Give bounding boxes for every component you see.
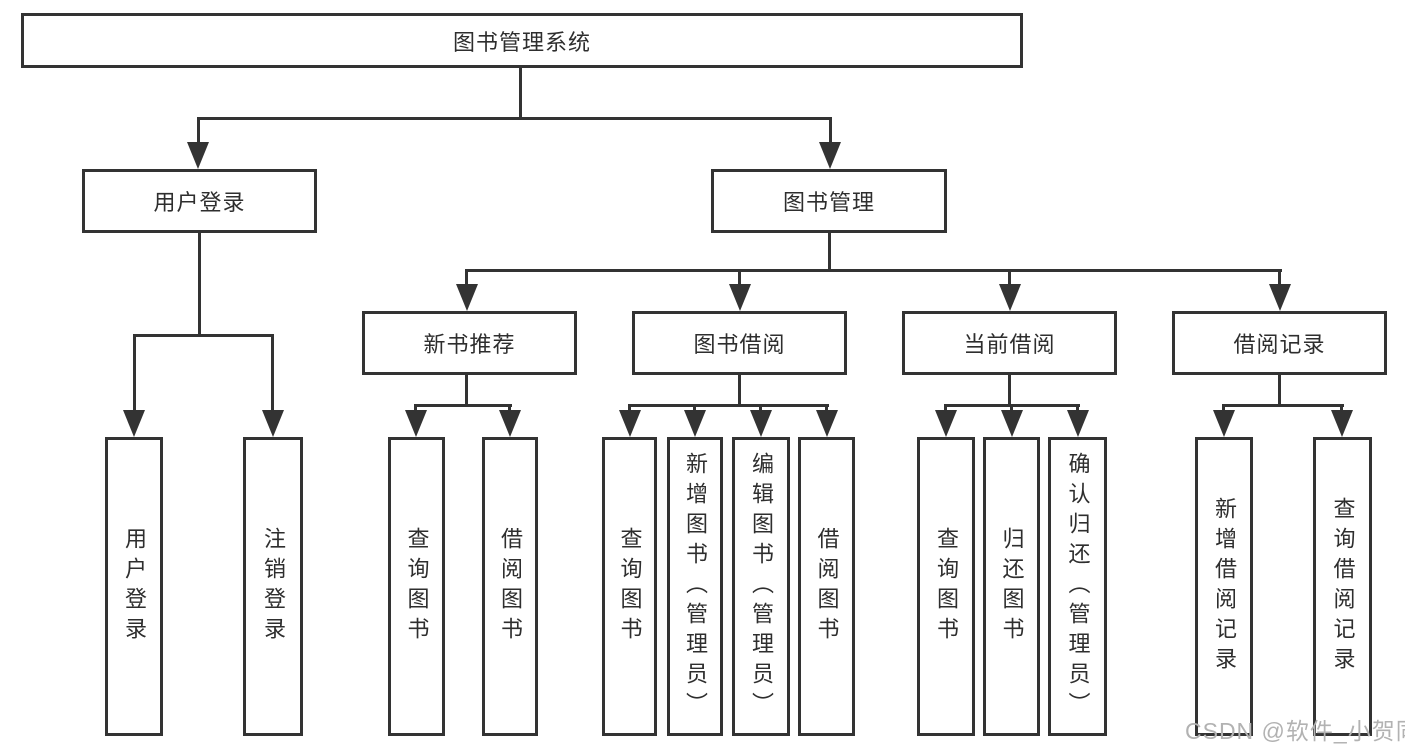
node-query-books-current-label: 查询图书	[934, 526, 959, 647]
arrowhead-down-icon	[816, 410, 838, 437]
node-root: 图书管理系统	[21, 13, 1023, 68]
connector-line	[1222, 404, 1225, 413]
node-query-books-recommend: 查询图书	[388, 437, 445, 736]
connector-line	[944, 404, 947, 413]
node-borrowing-records: 借阅记录	[1172, 311, 1387, 375]
node-add-borrow-record: 新增借阅记录	[1195, 437, 1253, 736]
connector-line	[1222, 404, 1344, 407]
node-add-books-admin: 新增图书（管理员）	[667, 437, 723, 736]
connector-line	[738, 375, 741, 407]
node-add-books-admin-label: 新增图书（管理员）	[683, 451, 708, 722]
node-new-book-recommend: 新书推荐	[362, 311, 577, 375]
connector-line	[825, 404, 828, 413]
node-query-borrow-record: 查询借阅记录	[1313, 437, 1372, 736]
connector-line	[1278, 269, 1281, 287]
connector-line	[693, 404, 696, 413]
node-query-borrow-record-label: 查询借阅记录	[1330, 496, 1356, 677]
arrowhead-down-icon	[1067, 410, 1089, 437]
node-logout: 注销登录	[243, 437, 303, 736]
node-borrow-books-borrowing-label: 借阅图书	[814, 526, 840, 647]
arrowhead-down-icon	[729, 284, 751, 311]
connector-line	[829, 117, 832, 145]
connector-line	[628, 404, 829, 407]
arrowhead-down-icon	[935, 410, 957, 437]
node-book-borrowing-label: 图书借阅	[693, 332, 786, 357]
connector-line	[271, 334, 274, 412]
node-edit-books-admin-label: 编辑图书（管理员）	[749, 451, 774, 722]
connector-line	[738, 269, 741, 287]
connector-line	[1010, 404, 1013, 413]
node-user-login-branch-label: 用户登录	[153, 190, 246, 215]
arrowhead-down-icon	[456, 284, 478, 311]
connector-line	[197, 117, 832, 120]
arrowhead-down-icon	[123, 410, 145, 437]
node-borrow-books-recommend: 借阅图书	[482, 437, 538, 736]
csdn-watermark: CSDN @软件_小贺同学	[1185, 718, 1405, 744]
connector-line	[197, 117, 200, 145]
connector-line	[133, 334, 136, 412]
node-current-borrowing: 当前借阅	[902, 311, 1117, 375]
connector-line	[1076, 404, 1079, 413]
node-query-books-current: 查询图书	[917, 437, 975, 736]
connector-line	[465, 269, 468, 287]
connector-line	[414, 404, 512, 407]
connector-line	[508, 404, 511, 413]
arrowhead-down-icon	[1269, 284, 1291, 311]
node-confirm-return-admin-label: 确认归还（管理员）	[1065, 451, 1091, 722]
node-user-login: 用户登录	[105, 437, 163, 736]
node-current-borrowing-label: 当前借阅	[963, 332, 1056, 357]
connector-line	[1008, 269, 1011, 287]
node-return-books-label: 归还图书	[999, 526, 1025, 647]
connector-line	[1278, 375, 1281, 407]
connector-line	[759, 404, 762, 413]
node-book-management-label: 图书管理	[782, 190, 875, 215]
arrowhead-down-icon	[1331, 410, 1353, 437]
node-edit-books-admin: 编辑图书（管理员）	[732, 437, 790, 736]
connector-line	[465, 269, 1282, 272]
node-query-books-borrowing: 查询图书	[602, 437, 657, 736]
node-borrowing-records-label: 借阅记录	[1233, 332, 1326, 357]
node-book-management: 图书管理	[711, 169, 947, 233]
arrowhead-down-icon	[619, 410, 641, 437]
node-user-login-label: 用户登录	[122, 526, 147, 647]
connector-line	[414, 404, 417, 413]
arrowhead-down-icon	[1213, 410, 1235, 437]
node-book-borrowing: 图书借阅	[632, 311, 847, 375]
arrowhead-down-icon	[405, 410, 427, 437]
arrowhead-down-icon	[750, 410, 772, 437]
node-root-label: 图书管理系统	[452, 29, 591, 55]
node-add-borrow-record-label: 新增借阅记录	[1212, 496, 1237, 677]
arrowhead-down-icon	[684, 410, 706, 437]
node-new-book-recommend-label: 新书推荐	[423, 332, 516, 357]
connector-line	[628, 404, 631, 413]
connector-line	[133, 334, 274, 337]
node-borrow-books-borrowing: 借阅图书	[798, 437, 855, 736]
connector-line	[1340, 404, 1343, 413]
connector-line	[828, 233, 831, 272]
arrowhead-down-icon	[262, 410, 284, 437]
node-query-books-borrowing-label: 查询图书	[617, 526, 643, 647]
arrowhead-down-icon	[1001, 410, 1023, 437]
node-confirm-return-admin: 确认归还（管理员）	[1048, 437, 1107, 736]
connector-line	[465, 375, 468, 407]
arrowhead-down-icon	[819, 142, 841, 169]
connector-line	[198, 233, 201, 337]
connector-line	[1008, 375, 1011, 407]
arrowhead-down-icon	[999, 284, 1021, 311]
arrowhead-down-icon	[499, 410, 521, 437]
node-return-books: 归还图书	[983, 437, 1040, 736]
node-logout-label: 注销登录	[261, 526, 286, 647]
node-borrow-books-recommend-label: 借阅图书	[498, 526, 523, 647]
node-user-login-branch: 用户登录	[82, 169, 317, 233]
arrowhead-down-icon	[187, 142, 209, 169]
connector-line	[519, 66, 522, 120]
node-query-books-recommend-label: 查询图书	[404, 526, 430, 647]
